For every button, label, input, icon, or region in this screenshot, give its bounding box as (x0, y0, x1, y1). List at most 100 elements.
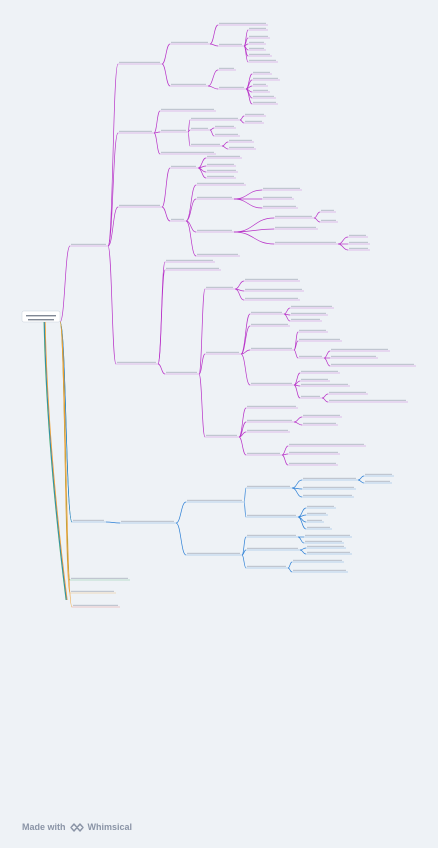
branch-connector-312 (297, 514, 307, 518)
branch-connector-215 (283, 313, 291, 322)
branch-connector-59 (245, 85, 253, 90)
branch-connector-89 (239, 115, 245, 121)
node-text-block-326 (247, 547, 298, 549)
branch-connector-227 (323, 350, 331, 359)
node-text-block-277 (289, 451, 338, 453)
made-with-footer[interactable]: Made with Whimsical (22, 822, 132, 832)
branch-connector-17 (161, 43, 171, 65)
node-text-block-178 (166, 371, 197, 373)
node-text-block-166 (349, 241, 368, 243)
node-text-block-299 (303, 486, 354, 488)
node-text-block-64 (253, 89, 268, 91)
node-text-block-37 (249, 41, 264, 43)
branch-connector-149 (233, 228, 275, 233)
node-text-block-157 (321, 209, 334, 211)
branch-connector-110 (161, 206, 171, 222)
node-text-block-76 (161, 129, 186, 131)
node-text-block-293 (247, 514, 296, 516)
branch-connector-333 (297, 536, 305, 544)
branch-connector-278 (281, 454, 289, 466)
node-text-block-235 (331, 363, 414, 365)
node-text-block-10 (119, 130, 152, 132)
node-text-block-193 (245, 288, 302, 290)
node-text-block-19 (171, 41, 208, 43)
node-text-block-305 (365, 473, 392, 475)
node-text-block-25 (219, 22, 266, 24)
node-text-block-127 (197, 182, 244, 184)
node-text-block-253 (329, 399, 406, 401)
branch-connector-161 (337, 236, 349, 245)
node-text-block-181 (206, 286, 233, 288)
node-text-block-121 (207, 169, 236, 171)
node-text-block-274 (289, 443, 364, 445)
node-text-block-341 (307, 551, 350, 553)
node-text-block-22 (171, 83, 206, 85)
node-text-block-187 (206, 434, 237, 436)
node-text-block-184 (206, 351, 239, 353)
branch-connector-98 (209, 129, 215, 137)
node-text-block-109 (171, 165, 196, 167)
made-with-label: Made with (22, 822, 66, 832)
node-text-block-265 (247, 452, 280, 454)
node-text-block-139 (263, 187, 300, 189)
node-text-block-91 (245, 113, 264, 115)
node-text-block-247 (301, 395, 320, 397)
node-text-block-217 (291, 318, 320, 320)
node-text-block-103 (229, 139, 252, 141)
branch-connector-339 (299, 549, 307, 555)
branch-connector-143 (233, 198, 263, 209)
node-text-block-220 (299, 329, 326, 331)
node-text-block-190 (245, 278, 298, 280)
branch-connector-345 (287, 567, 293, 573)
branch-connector-92 (239, 119, 245, 124)
node-text-block-223 (299, 338, 340, 340)
branch-connector-342 (287, 561, 293, 569)
whimsical-brand: Whimsical (87, 822, 133, 832)
branch-connector-209 (283, 307, 291, 315)
node-text-block-43 (249, 53, 270, 55)
branch-connector-152 (233, 231, 275, 245)
node-text-block-16 (117, 361, 156, 363)
node-text-block-4 (73, 604, 118, 606)
branch-connector-251 (321, 397, 329, 403)
node-text-block-67 (253, 95, 274, 97)
node-text-block-208 (251, 382, 292, 384)
node-text-block-88 (191, 143, 220, 145)
branch-connector-206 (240, 353, 251, 386)
node-text-block-0 (71, 243, 106, 245)
branch-connector-8 (107, 132, 119, 247)
node-text-block-308 (365, 480, 390, 482)
node-text-block-106 (229, 146, 254, 148)
node-text-block-115 (207, 155, 240, 157)
branch-connector-327 (241, 554, 247, 569)
branch-connector-53 (245, 73, 253, 90)
branch-connector-95 (209, 127, 215, 131)
branch-connector-291 (243, 501, 247, 518)
node-text-block-314 (307, 512, 326, 514)
node-text-block-344 (293, 559, 342, 561)
node-text-block-262 (247, 429, 288, 431)
branch-connector-245 (293, 384, 301, 399)
node-text-block-58 (253, 77, 278, 79)
node-text-block-196 (245, 297, 298, 299)
node-text-block-232 (331, 355, 376, 357)
node-text-block-130 (197, 196, 232, 198)
branch-connector-173 (157, 269, 166, 365)
node-text-block-202 (251, 323, 288, 325)
branch-connector-303 (357, 475, 365, 481)
branch-connector-282 (175, 501, 187, 524)
branch-connector-158 (313, 217, 321, 223)
node-text-block-7 (119, 61, 160, 63)
node-text-block-40 (249, 47, 264, 49)
branch-connector-134 (185, 220, 197, 257)
node-text-block-46 (249, 59, 276, 61)
branch-connector-182 (198, 353, 206, 375)
root-bundle-line-2 (44, 321, 68, 601)
node-text-block-73 (161, 108, 214, 110)
root-node-text-block (28, 319, 54, 321)
node-text-block-97 (215, 125, 234, 127)
node-text-block-13 (119, 204, 160, 206)
branch-connector-300 (291, 487, 303, 498)
branch-connector-318 (297, 516, 307, 530)
branch-connector-74 (153, 131, 161, 134)
